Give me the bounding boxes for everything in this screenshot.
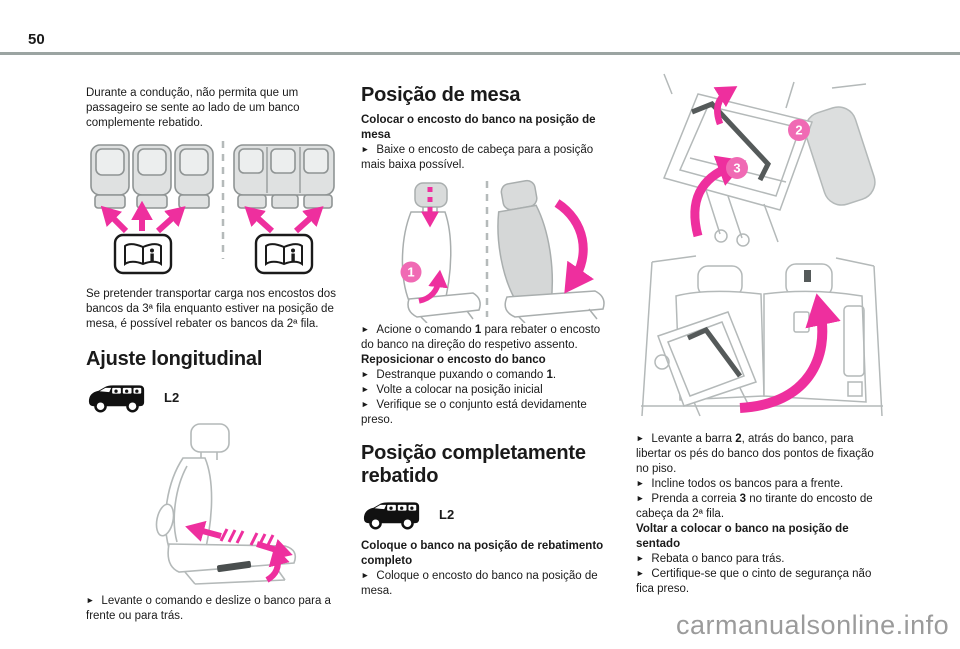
owner-manual-icon	[113, 233, 173, 275]
headrest-tie-rod	[804, 270, 811, 282]
bullet-icon: ►	[361, 144, 370, 154]
figure-cargo-area	[636, 254, 888, 424]
bullet-icon: ►	[361, 570, 370, 580]
subheading-fold-complete: Coloque o banco na posição de rebatiment…	[361, 540, 604, 567]
callout-1-badge	[400, 261, 422, 283]
callout-3-badge	[726, 157, 748, 179]
subheading-return-seated: Voltar a colocar o banco na posição de s…	[636, 523, 849, 550]
bullet-icon: ►	[636, 568, 645, 578]
bullet-icon: ►	[636, 493, 645, 503]
cargo-area-illustration	[641, 255, 883, 417]
tilt-arrow	[690, 155, 747, 238]
bullet-icon: ►	[636, 553, 645, 563]
figure-table-position: 1	[361, 177, 613, 324]
van-length-label: L2	[439, 507, 455, 522]
bullet-icon: ►	[86, 595, 95, 605]
fold-arrow	[554, 199, 595, 294]
slide-arrows	[185, 520, 293, 583]
figure-rear-seats	[86, 137, 338, 277]
bullet-icon: ►	[361, 324, 370, 334]
bullet-icon: ►	[636, 433, 645, 443]
vehicle-variant-row: L2	[86, 381, 338, 414]
pink-arrows-left	[100, 200, 186, 234]
van-l2-icon	[88, 385, 145, 413]
subheading-set-table: Colocar o encosto do banco na posição de…	[361, 114, 596, 141]
bullet-unlock: ►Destranque puxando o comando 1.	[361, 369, 557, 381]
vehicle-variant-row: L2	[361, 498, 613, 531]
bullet-tilt: ►Incline todos os bancos para a frente.	[636, 478, 844, 490]
subheading-reposition: Reposicionar o encosto do banco	[361, 354, 546, 366]
van-l2-icon	[363, 502, 420, 530]
bar-lift-arrow	[713, 86, 738, 126]
column-2: Posição de mesa Colocar o encosto do ban…	[361, 84, 613, 599]
section-heading-longitudinal: Ajuste longitudinal	[86, 348, 263, 370]
intro-paragraph: Durante a condução, não permita que um p…	[86, 87, 300, 129]
bullet-strap3: ►Prenda a correia 3 no tirante do encost…	[636, 493, 873, 520]
strap-3	[686, 326, 743, 378]
callout-2-number: 2	[795, 123, 802, 138]
bullet-bar2: ►Levante a barra 2, atrás do banco, para…	[636, 433, 874, 475]
bullet-seatbelt: ►Certifique-se que o cinto de segurança …	[636, 568, 872, 595]
bullet-fold: ►Coloque o encosto do banco na posição d…	[361, 570, 598, 597]
bullet-icon: ►	[361, 399, 370, 409]
column-1: Durante a condução, não permita que um p…	[86, 86, 338, 624]
bullet-icon: ►	[636, 478, 645, 488]
seat-underside-illustration: 2 3	[662, 73, 876, 247]
bullet-fold-back: ►Rebata o banco para trás.	[636, 553, 785, 565]
seat-slide-illustration	[155, 423, 297, 585]
callout-1-number: 1	[407, 265, 414, 280]
bullet-slide: ►Levante o comando e deslize o banco par…	[86, 595, 331, 622]
watermark: carmanualsonline.info	[676, 610, 950, 640]
callout-3-number: 3	[733, 161, 740, 176]
bullet-command1: ►Acione o comando 1 para rebater o encos…	[361, 324, 601, 351]
page-number: 50	[28, 31, 45, 48]
bullet-icon: ►	[361, 369, 370, 379]
cargo-note-paragraph: Se pretender transportar carga nos encos…	[86, 288, 336, 330]
figure-seat-underside: 2 3	[636, 68, 888, 248]
table-position-illustration: 1	[400, 179, 605, 324]
pink-arrows-right	[244, 206, 324, 234]
header-rule	[0, 52, 960, 55]
section-heading-table-position: Posição de mesa	[361, 84, 521, 106]
raise-seat-arrow	[739, 293, 841, 413]
bullet-icon: ►	[361, 384, 370, 394]
owner-manual-icon	[254, 233, 314, 275]
bullet-headrest: ►Baixe o encosto de cabeça para a posiçã…	[361, 144, 594, 171]
bullet-return: ►Volte a colocar na posição inicial	[361, 384, 543, 396]
bullet-check: ►Verifique se o conjunto está devidament…	[361, 399, 587, 426]
rear-seats-illustration	[90, 141, 335, 275]
callout-2-badge	[788, 119, 810, 141]
section-heading-fully-folded: Posição completamente rebatido	[361, 442, 586, 487]
van-length-label: L2	[164, 390, 180, 405]
column-3: 2 3	[636, 68, 888, 597]
figure-seat-slide	[86, 420, 338, 586]
release-bar	[691, 101, 772, 182]
lever-arrow	[418, 269, 448, 304]
